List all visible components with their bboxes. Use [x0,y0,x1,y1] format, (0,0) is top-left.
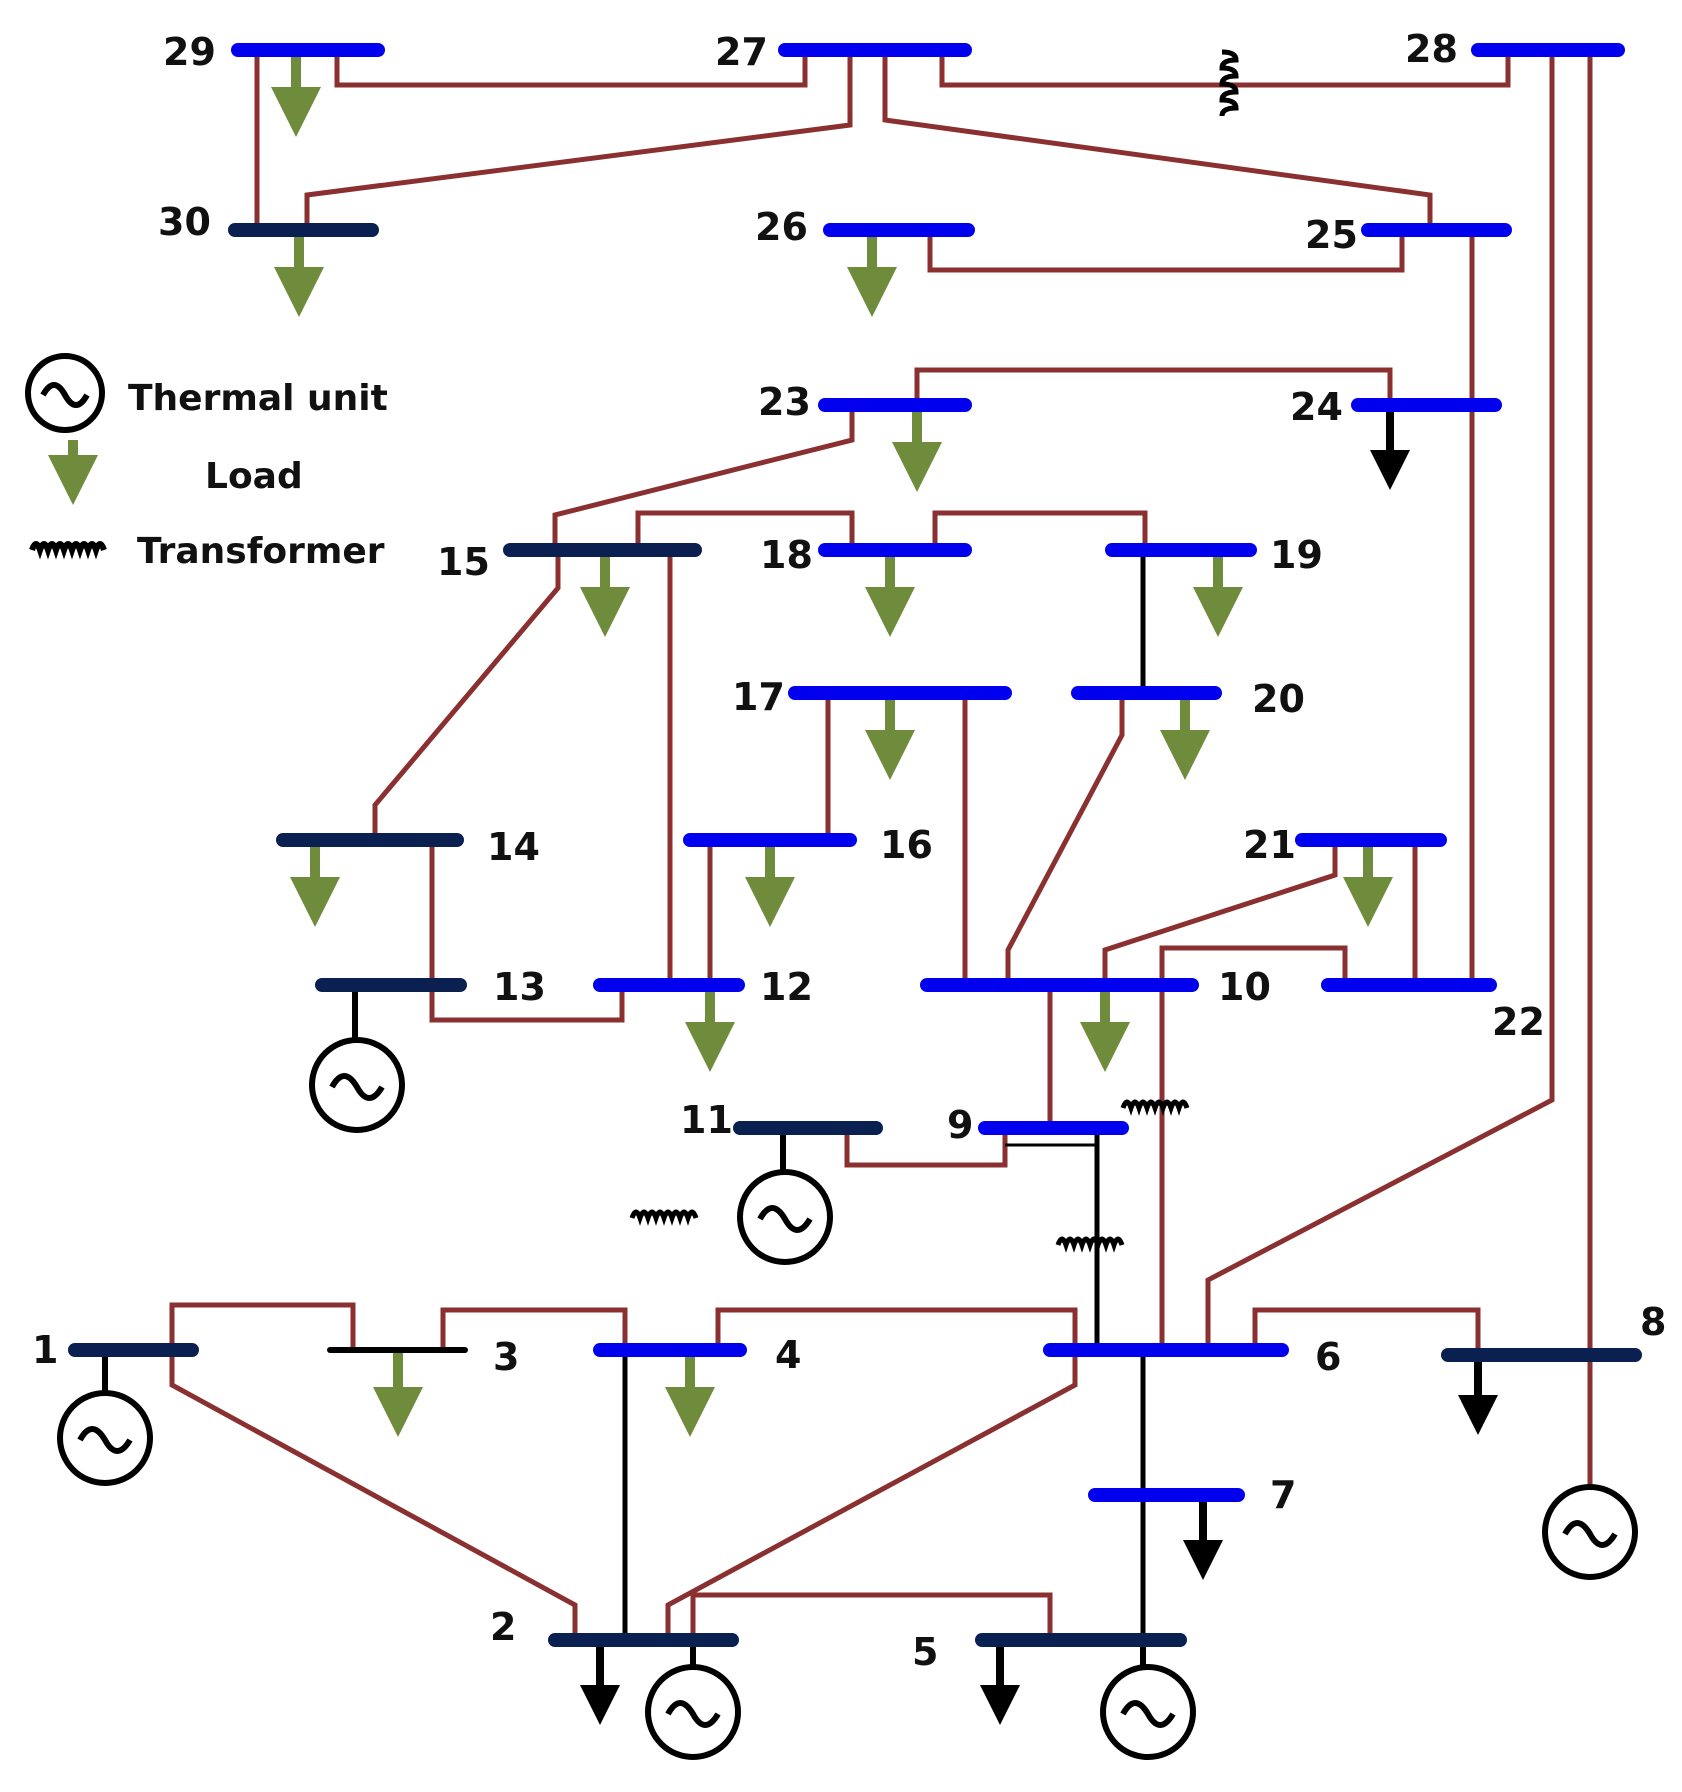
legend-thermal-unit: Thermal unit [25,353,388,433]
branch-27-29 [334,50,808,88]
bus-label-18: 18 [760,533,813,577]
bus-label-13: 13 [493,965,546,1009]
bus-label-1: 1 [32,1328,58,1372]
bus-label-4: 4 [775,1333,801,1377]
transformer-icon [1120,1099,1190,1116]
thermal-unit-bus-11 [737,1128,833,1265]
legend-transformer: Transformer [29,531,385,572]
bus-label-29: 29 [163,30,216,74]
legend-transformer-label: Transformer [137,531,385,572]
branch-1-3 [169,1302,356,1350]
branch-15-23 [552,405,855,550]
branch-18-19 [932,510,1148,550]
branch-lines [169,50,1593,1640]
branch-2-6 [665,1350,1078,1640]
transformer-icon [629,1209,699,1226]
bus-label-14: 14 [487,825,540,869]
bus-label-2: 2 [490,1605,516,1649]
branch-27-25 [882,50,1433,230]
branch-12-14 [429,840,625,1023]
bus-label-27: 27 [715,30,768,74]
thermal-unit-bus-13 [309,985,405,1133]
bus-label-12: 12 [760,965,813,1009]
bus-label-24: 24 [1290,385,1343,429]
black-loads [580,405,1498,1725]
bus-label-6: 6 [1315,1335,1341,1379]
bus-label-19: 19 [1270,533,1323,577]
branch-10-22 [1159,945,1348,1350]
branch-1-2 [169,1350,578,1640]
bus-label-17: 17 [732,675,785,719]
generators [57,985,1638,1760]
thermal-unit-bus-5 [1100,1640,1196,1760]
branch-23-24 [914,367,1393,405]
bus-label-8: 8 [1640,1300,1666,1344]
bus-label-7: 7 [1270,1473,1296,1517]
transformer-icon [29,541,107,560]
bus-label-11: 11 [680,1098,733,1142]
black-lines [622,550,1146,1640]
legend: Thermal unit Load Transformer [25,353,388,572]
legend-load: Load [48,440,303,505]
branch-10-21 [1102,840,1338,985]
bus-label-5: 5 [912,1630,938,1674]
bus-label-30: 30 [158,200,211,244]
branch-25-26 [927,230,1405,273]
bus-labels: 29 27 28 30 26 25 23 24 15 18 19 17 20 1… [32,27,1666,1674]
bus-label-9: 9 [947,1103,973,1147]
bus-label-15: 15 [437,540,490,584]
bus-label-16: 16 [880,823,933,867]
thermal-unit-bus-2 [645,1640,741,1760]
bus-label-10: 10 [1218,965,1271,1009]
transformer-icon [1055,1236,1125,1253]
branch-15-18 [635,510,855,550]
transformer-icon [1219,49,1239,117]
legend-thermal-unit-label: Thermal unit [128,378,388,419]
branch-6-28 [1205,50,1555,1350]
bus-label-20: 20 [1252,677,1305,721]
bus-label-22: 22 [1492,1000,1545,1044]
branch-14-15 [372,550,561,840]
branch-10-20 [1005,693,1125,985]
bus-label-3: 3 [493,1335,519,1379]
branch-6-8 [1252,1307,1481,1350]
thermal-unit-bus-1 [57,1350,153,1486]
bus-label-23: 23 [758,380,811,424]
green-loads [271,50,1393,1437]
bus-label-21: 21 [1243,823,1296,867]
branch-4-6 [715,1307,1078,1350]
legend-load-label: Load [205,456,303,497]
transformers [629,49,1239,1253]
bus-label-25: 25 [1305,213,1358,257]
branch-27-30 [304,50,853,230]
thermal-unit-bus-8 [1542,1484,1638,1580]
bus-bars [68,43,1642,1647]
branch-2-5 [690,1592,1053,1640]
branch-3-4 [440,1307,628,1350]
bus-label-28: 28 [1405,27,1458,71]
bus-label-26: 26 [755,205,808,249]
